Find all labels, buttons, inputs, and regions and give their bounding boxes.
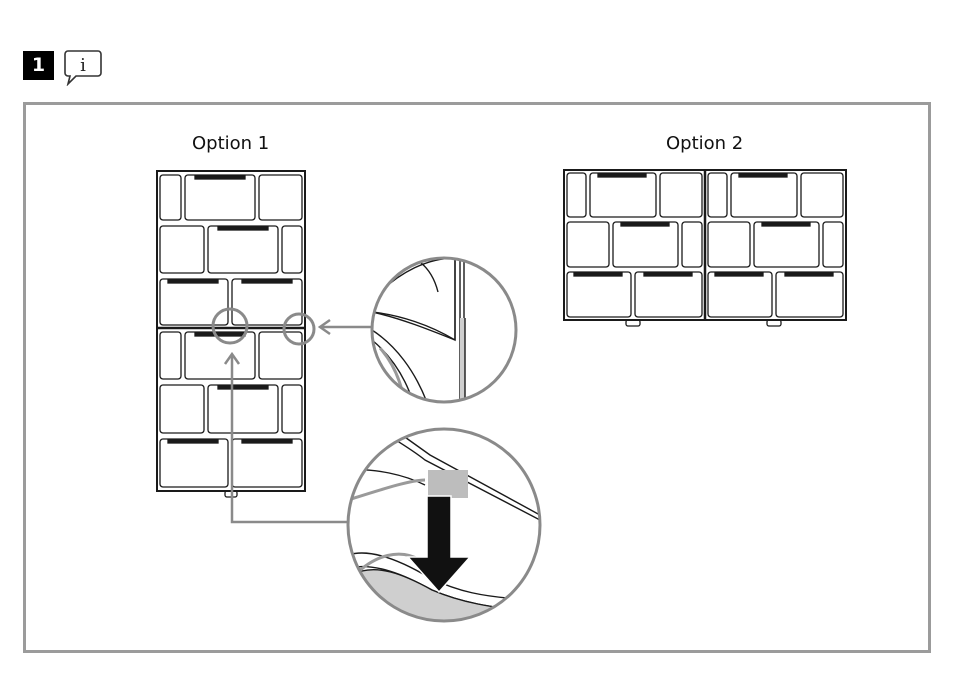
detail-view-side <box>372 258 516 405</box>
option-2-horizontal-organizer <box>564 170 846 326</box>
detail-view-clip <box>348 429 540 625</box>
